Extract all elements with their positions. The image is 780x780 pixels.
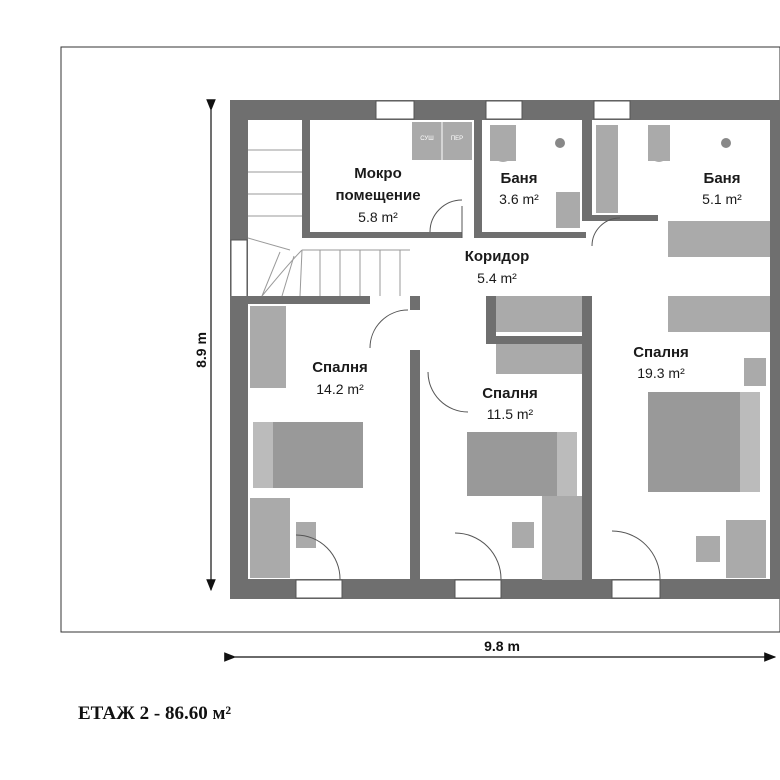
corridor-name: Коридор [465, 248, 530, 265]
wet-room-area: 5.8 m² [358, 209, 398, 225]
desks [250, 358, 766, 580]
bath-large-name: Баня [704, 170, 741, 187]
width-dimension: 9.8 m [224, 638, 777, 662]
bedroom-middle-name: Спалня [482, 385, 538, 402]
bath-large-area: 5.1 m² [702, 191, 742, 207]
staircase [247, 149, 410, 297]
bedroom-middle-area: 11.5 m² [487, 406, 534, 422]
floor-caption: ЕТАЖ 2 - 86.60 м² [78, 703, 232, 724]
wet-room-name-line1: Мокро [354, 165, 402, 182]
height-label: 8.9 m [193, 332, 209, 368]
site-boundary [60, 46, 780, 633]
washer-label: ПЕР [451, 136, 463, 142]
height-dimension: 8.9 m [193, 99, 216, 592]
wardrobes [250, 221, 770, 388]
bathroom-fixtures [490, 125, 731, 228]
windows [230, 100, 661, 599]
bath-small-name: Баня [501, 170, 538, 187]
door-swings [295, 199, 661, 580]
width-label: 9.8 m [484, 638, 520, 654]
bedroom-left-area: 14.2 m² [316, 381, 364, 397]
washer-dryer: СУШ ПЕР [412, 122, 472, 160]
bedroom-right-area: 19.3 m² [637, 365, 685, 381]
wet-room-name-line2: помещение [335, 187, 420, 204]
bedroom-left-name: Спалня [312, 359, 368, 376]
corridor-area: 5.4 m² [477, 270, 517, 286]
room-labels: Мокро помещение 5.8 m² Баня 3.6 m² Баня … [312, 165, 742, 422]
beds [253, 392, 760, 496]
interior-walls [230, 120, 658, 580]
bath-small-area: 3.6 m² [499, 191, 539, 207]
dryer-label: СУШ [420, 136, 433, 142]
bedroom-right-name: Спалня [633, 344, 689, 361]
